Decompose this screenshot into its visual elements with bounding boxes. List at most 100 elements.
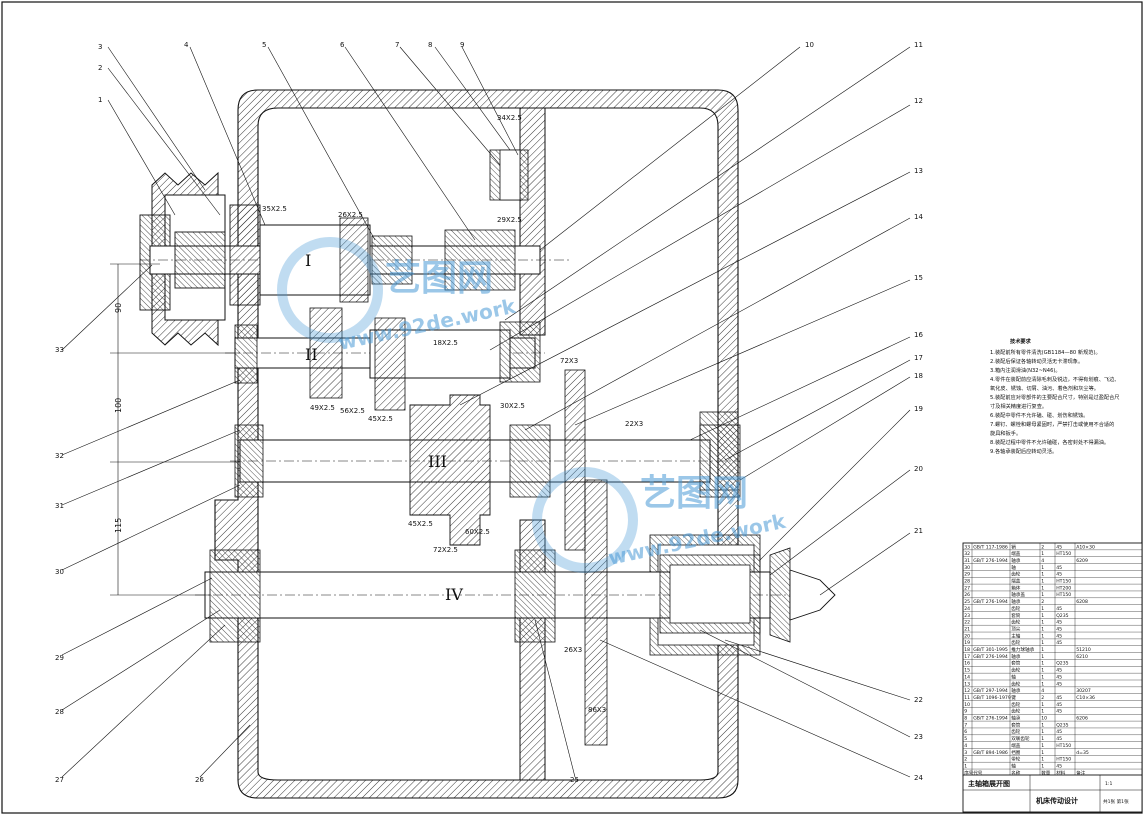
- bom-row-cell: 14: [964, 674, 970, 680]
- sheet-number: 共1张 第1张: [1103, 798, 1129, 805]
- bom-row-cell: 带轮: [1011, 756, 1021, 763]
- bom-row-cell: 30207: [1076, 688, 1091, 694]
- part-number: 20: [914, 465, 923, 473]
- bom-row-cell: 8: [964, 716, 967, 722]
- bom-row-cell: 套筒: [1011, 721, 1021, 728]
- bom-row-cell: 11: [964, 695, 970, 701]
- shaft-numeral-II: II: [305, 345, 318, 364]
- bom-row-cell: 45: [1056, 695, 1062, 701]
- bom-row-cell: HT150: [1056, 592, 1071, 598]
- bom-row-cell: 16: [964, 661, 970, 667]
- bom-row-cell: 1: [1041, 668, 1044, 674]
- part-number: 25: [570, 776, 579, 784]
- bom-row-cell: GB/T 276-1994: [973, 558, 1008, 564]
- part-number: 6: [340, 41, 345, 49]
- tech-notes-title: 技术要求: [1010, 337, 1032, 345]
- bom-row-cell: 端盖: [1011, 742, 1021, 749]
- part-number: 29: [55, 654, 64, 662]
- bom-row-cell: GB/T 117-1986: [973, 544, 1008, 550]
- bom-row-cell: 双联齿轮: [1011, 735, 1030, 742]
- bom-row-cell: 1: [1041, 702, 1044, 708]
- bom-row-cell: 齿轮: [1011, 639, 1021, 646]
- bom-row-cell: GB/T 894-1986: [973, 750, 1008, 756]
- bom-row-cell: 29: [964, 572, 970, 578]
- bom-row-cell: 1: [1041, 661, 1044, 667]
- bom-row-cell: 轴承: [1011, 557, 1021, 564]
- part-number: 4: [184, 41, 189, 49]
- part-number: 17: [914, 354, 923, 362]
- bom-row-cell: 22: [964, 620, 970, 626]
- part-number: 10: [805, 41, 814, 49]
- bom-row-cell: 1: [1041, 654, 1044, 660]
- bom-row-cell: 45: [1056, 674, 1062, 680]
- part-number: 9: [460, 41, 464, 49]
- bom-row-cell: 15: [964, 668, 970, 674]
- title-block: 主轴箱展开图 机床传动设计 1:1 共1张 第1张: [962, 774, 1143, 813]
- bom-row-cell: HT150: [1056, 757, 1071, 763]
- gear-spec: 72X2.5: [433, 546, 458, 554]
- part-number: 22: [914, 696, 923, 704]
- bom-row-cell: 45: [1056, 681, 1062, 687]
- bom-row-cell: 2: [1041, 599, 1044, 605]
- bom-row-cell: 齿轮: [1011, 571, 1021, 578]
- bom-row-cell: 1: [1041, 606, 1044, 612]
- center-distance-dims: 90 100 115: [110, 263, 240, 596]
- bom-row-cell: 32: [964, 551, 970, 557]
- bom-row-cell: 1: [964, 763, 967, 769]
- bom-row-cell: 1: [1041, 757, 1044, 763]
- bom-row-cell: 12: [964, 688, 970, 694]
- bom-row-cell: 2: [1041, 695, 1044, 701]
- bom-row-cell: 1: [1041, 736, 1044, 742]
- project-name: 机床传动设计: [1036, 796, 1078, 805]
- bom-row-cell: GB/T 276-1994: [973, 716, 1008, 722]
- shaft-numeral-IV: IV: [445, 585, 463, 604]
- bom-row-cell: 销: [1011, 543, 1016, 550]
- tech-note-line: 3.箱内注润滑油(N32~N46)。: [990, 366, 1061, 374]
- bom-row-cell: 主轴: [1011, 632, 1021, 639]
- part-number: 15: [914, 274, 923, 282]
- tech-note-line: 氧化皮、锈蚀、切屑、油污、着色剂和灰尘等。: [990, 384, 1099, 392]
- part-number: 30: [55, 568, 64, 576]
- bom-row-cell: 1: [1041, 640, 1044, 646]
- bom-row-cell: 2: [1041, 544, 1044, 550]
- bom-row-cell: 3: [964, 750, 967, 756]
- bom-row-cell: 30: [964, 565, 970, 571]
- bom-row-cell: 6206: [1076, 716, 1088, 722]
- gear-spec-labels: 34X2.5 29X2.5 35X2.5 26X2.5 18X2.5 49X2.…: [262, 114, 643, 714]
- drawing-scale: 1:1: [1105, 781, 1112, 787]
- bom-row-cell: 25: [964, 599, 970, 605]
- bom-row-cell: 45: [1056, 736, 1062, 742]
- bom-row-cell: 1: [1041, 572, 1044, 578]
- bom-row-cell: C10×36: [1076, 695, 1095, 701]
- bom-header-cell: 序号: [964, 769, 974, 776]
- part-number: 31: [55, 502, 64, 510]
- gear-spec: 86X3: [588, 706, 606, 714]
- part-number: 27: [55, 776, 64, 784]
- bom-row-cell: 51210: [1076, 647, 1091, 653]
- bom-row-cell: 45: [1056, 620, 1062, 626]
- bom-row-cell: 1: [1041, 585, 1044, 591]
- gear-spec: 45X2.5: [368, 415, 393, 423]
- bom-row-cell: 1: [1041, 674, 1044, 680]
- bom-row-cell: 24: [964, 606, 970, 612]
- gear-spec: 22X3: [625, 420, 643, 428]
- bom-row-cell: GB/T 301-1995: [973, 647, 1008, 653]
- bom-row-cell: 轴: [1011, 762, 1016, 769]
- bom-row-cell: Q235: [1056, 613, 1068, 619]
- bom-row-cell: HT150: [1056, 551, 1071, 557]
- bom-header-cell: 材料: [1056, 769, 1066, 776]
- part-number: 11: [914, 41, 923, 49]
- watermark-logo-text: 艺图网: [385, 258, 493, 299]
- bom-row-cell: 齿轮: [1011, 728, 1021, 735]
- bom-row-cell: 1: [1041, 722, 1044, 728]
- bom-row-cell: 20: [964, 633, 970, 639]
- part-number: 16: [914, 331, 923, 339]
- center-distance: 100: [114, 398, 123, 413]
- part-number: 14: [914, 213, 923, 221]
- bom-row-cell: 1: [1041, 709, 1044, 715]
- gear-spec: 18X2.5: [433, 339, 458, 347]
- bom-row-cell: 套筒: [1011, 660, 1021, 667]
- bom-row-cell: 1: [1041, 592, 1044, 598]
